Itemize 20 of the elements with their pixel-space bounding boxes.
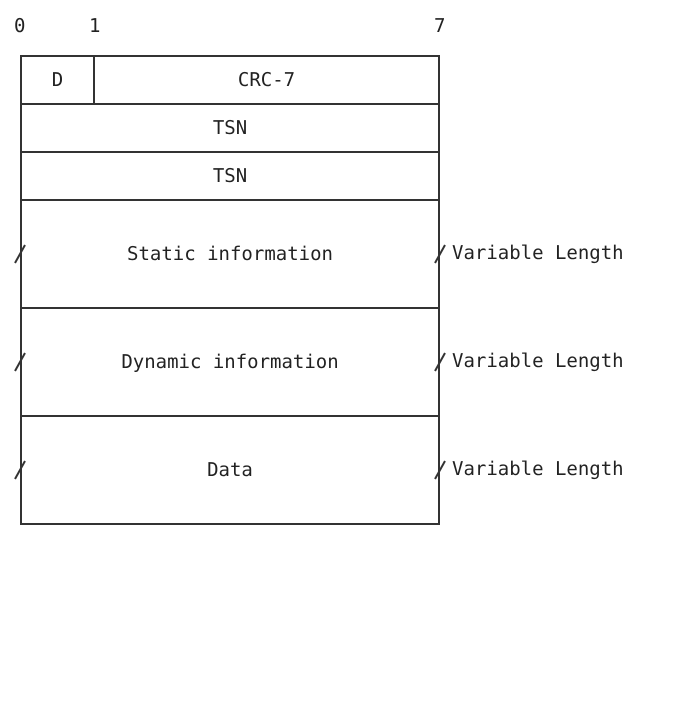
bit-number: 0 (14, 15, 26, 37)
packet-field (20, 103, 440, 153)
field-name: Static information (127, 243, 333, 265)
packet-field (20, 307, 440, 417)
length-note: Variable Length (452, 350, 624, 372)
field-name: CRC-7 (238, 69, 296, 91)
field-name: D (52, 69, 64, 91)
packet-field (20, 415, 440, 525)
packet-field (20, 199, 440, 309)
packet-field (20, 151, 440, 201)
packet-field (93, 55, 440, 105)
field-name: Data (207, 459, 253, 481)
bit-number: 1 (89, 15, 100, 37)
length-note: Variable Length (452, 242, 624, 264)
field-name: TSN (212, 165, 248, 187)
bit-number: 7 (434, 15, 446, 37)
field-name: TSN (212, 117, 248, 139)
length-note: Variable Length (452, 458, 624, 480)
field-name: Dynamic information (121, 351, 339, 373)
packet-field (20, 55, 95, 105)
